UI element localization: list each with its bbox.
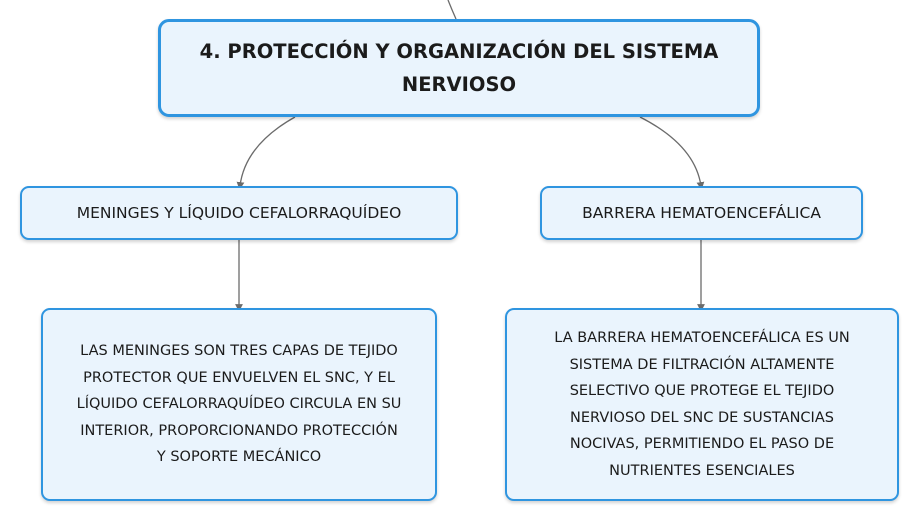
connector-parent-to-main [447, 0, 457, 20]
branch-label-meninges: MENINGES Y LÍQUIDO CEFALORRAQUÍDEO [76, 204, 402, 222]
main-topic-node[interactable]: 4. PROTECCIÓN Y ORGANIZACIÓN DEL SISTEMA… [158, 19, 760, 117]
main-topic-title: 4. PROTECCIÓN Y ORGANIZACIÓN DEL SISTEMA… [199, 40, 719, 96]
branch-label-barrera: BARRERA HEMATOENCEFÁLICA [582, 204, 821, 222]
branch-node-meninges[interactable]: MENINGES Y LÍQUIDO CEFALORRAQUÍDEO [20, 186, 458, 240]
description-text-barrera: LA BARRERA HEMATOENCEFÁLICA ES UN SISTEM… [554, 330, 850, 479]
description-text-meninges: LAS MENINGES SON TRES CAPAS DE TEJIDO PR… [76, 343, 402, 466]
description-node-barrera[interactable]: LA BARRERA HEMATOENCEFÁLICA ES UN SISTEM… [505, 308, 899, 501]
branch-node-barrera[interactable]: BARRERA HEMATOENCEFÁLICA [540, 186, 863, 240]
connector-main-to-barrera [639, 116, 705, 190]
connector-main-to-meninges [236, 116, 296, 190]
description-node-meninges[interactable]: LAS MENINGES SON TRES CAPAS DE TEJIDO PR… [41, 308, 437, 501]
